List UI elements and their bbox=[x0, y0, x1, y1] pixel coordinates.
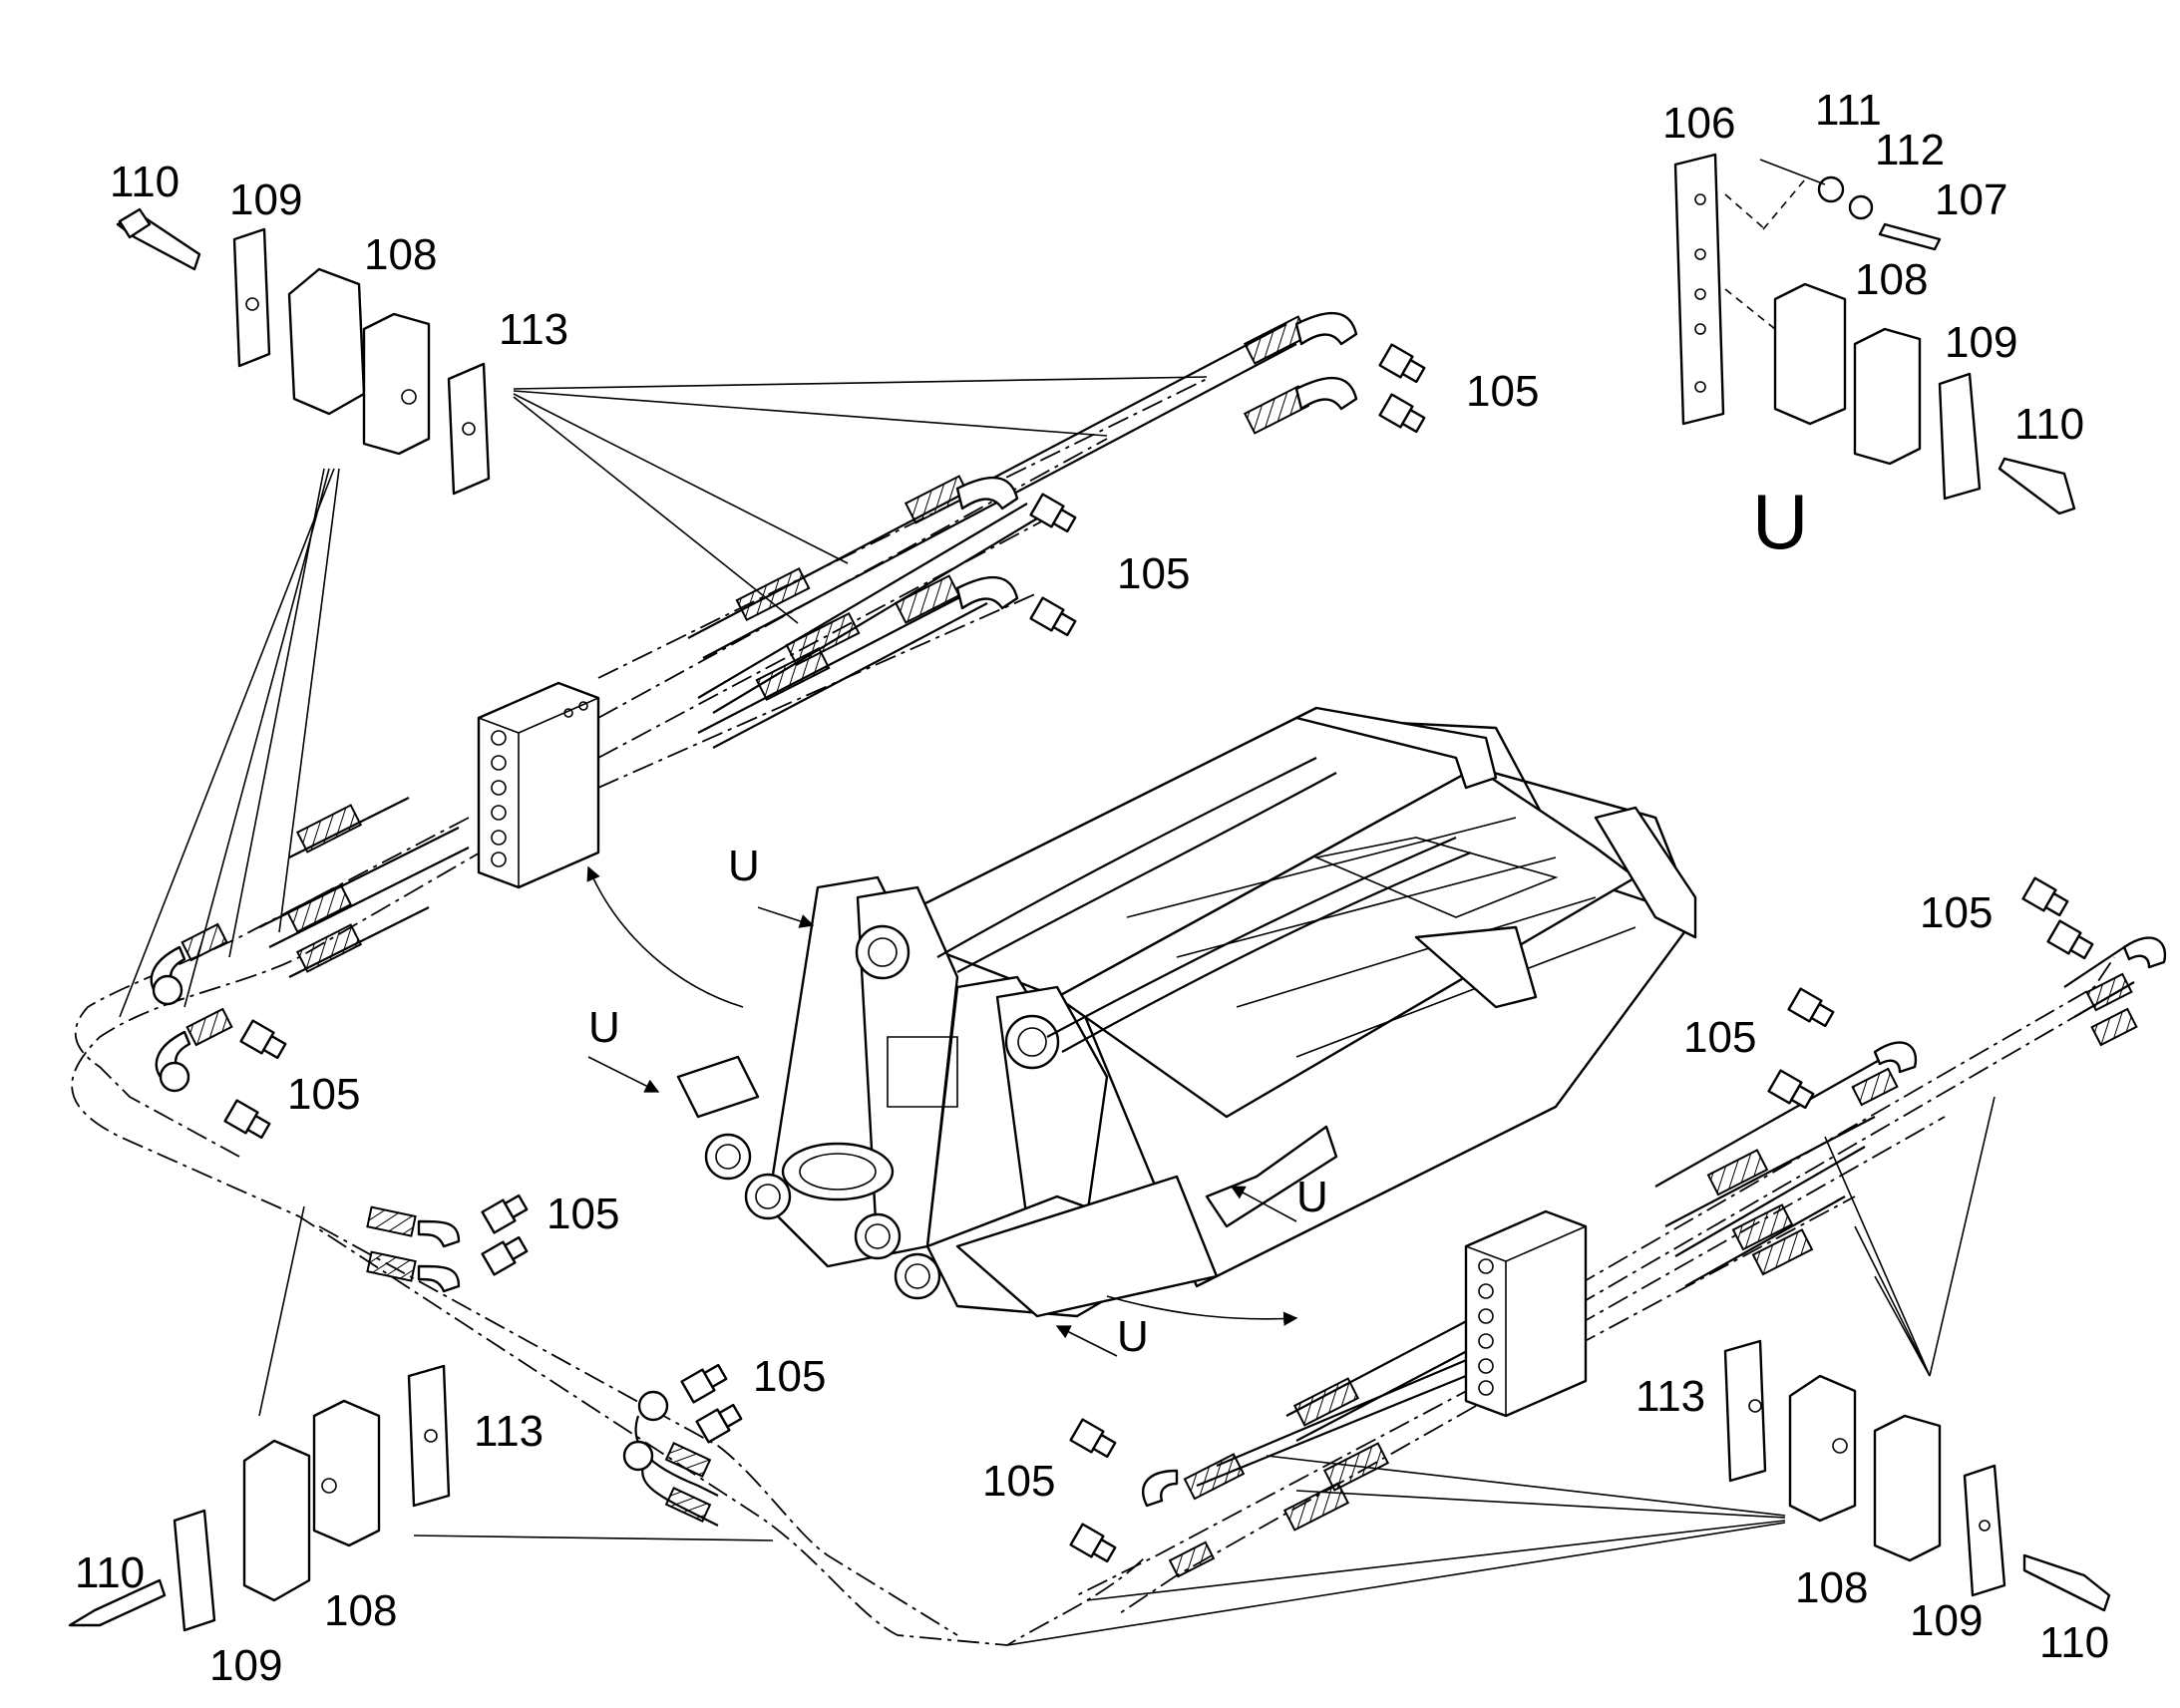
label-106: 106 bbox=[1662, 99, 1735, 148]
label-113: 113 bbox=[474, 1407, 544, 1456]
chassis-frame bbox=[676, 706, 1697, 1318]
label-105: 105 bbox=[982, 1457, 1055, 1506]
label-113: 113 bbox=[499, 305, 568, 354]
label-105: 105 bbox=[287, 1070, 360, 1119]
label-110: 110 bbox=[75, 1548, 145, 1597]
label-108: 108 bbox=[364, 230, 437, 279]
label-108: 108 bbox=[324, 1586, 397, 1635]
view-u-title: U bbox=[1752, 478, 1808, 565]
label-113: 113 bbox=[1635, 1372, 1705, 1421]
clamp-kit-view-u bbox=[1673, 153, 2076, 515]
label-110: 110 bbox=[110, 158, 180, 206]
label-109: 109 bbox=[209, 1641, 282, 1690]
upper-hoses bbox=[150, 311, 1358, 1293]
clamp-kit-top-left bbox=[116, 207, 491, 496]
label-112: 112 bbox=[1875, 126, 1945, 174]
view-arrows bbox=[586, 865, 1298, 1357]
label-109: 109 bbox=[1910, 1596, 1983, 1645]
label-110: 110 bbox=[2014, 400, 2084, 449]
clamp-kit-bottom-right bbox=[1723, 1339, 2111, 1612]
label-108: 108 bbox=[1855, 255, 1928, 304]
label-108: 108 bbox=[1795, 1563, 1868, 1612]
label-105: 105 bbox=[1683, 1013, 1756, 1062]
label-105: 105 bbox=[753, 1352, 826, 1401]
label-111: 111 bbox=[1815, 86, 1882, 135]
part-labels: 110 109 108 113 105 105 105 105 105 105 … bbox=[75, 86, 2109, 1690]
clamp-kit-bottom-left bbox=[68, 1364, 451, 1632]
leader-lines bbox=[119, 376, 1996, 1646]
distribution-block-lower bbox=[1464, 1209, 1588, 1418]
label-105: 105 bbox=[1117, 549, 1190, 598]
view-u-marker: U bbox=[1117, 1312, 1149, 1361]
label-109: 109 bbox=[1945, 318, 2017, 367]
label-110: 110 bbox=[2039, 1618, 2109, 1667]
label-105: 105 bbox=[546, 1190, 619, 1238]
view-u-marker: U bbox=[588, 1003, 620, 1052]
lower-hoses bbox=[622, 936, 2167, 1578]
label-105: 105 bbox=[1920, 888, 1993, 937]
view-u-marker: U bbox=[1296, 1173, 1328, 1221]
label-107: 107 bbox=[1935, 175, 2007, 224]
label-109: 109 bbox=[229, 175, 302, 224]
label-105: 105 bbox=[1466, 367, 1539, 416]
fittings-105 bbox=[223, 343, 2094, 1563]
distribution-block-upper bbox=[477, 681, 600, 889]
view-u-marker: U bbox=[728, 842, 760, 890]
